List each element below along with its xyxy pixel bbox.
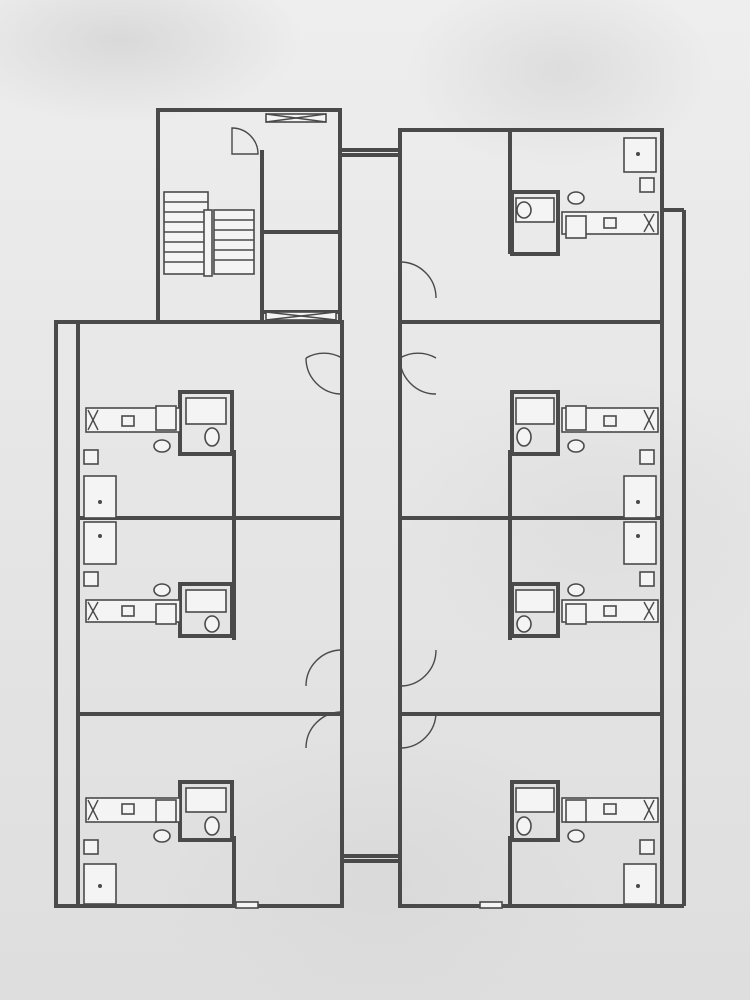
bathroom-pod	[510, 521, 659, 638]
bathroom-pod	[83, 780, 234, 905]
bathroom-pod	[510, 137, 659, 256]
bathroom-pod	[510, 390, 659, 519]
stair-treads	[163, 191, 255, 277]
window-mark	[479, 901, 503, 909]
window-mark	[235, 901, 259, 909]
right-wing	[398, 128, 686, 908]
bathroom-pod	[83, 390, 234, 519]
central-corridor	[305, 130, 437, 863]
bathroom-pod	[510, 780, 659, 905]
left-wing	[54, 320, 344, 908]
stairwell	[156, 108, 342, 324]
bathroom-pod	[83, 521, 234, 638]
